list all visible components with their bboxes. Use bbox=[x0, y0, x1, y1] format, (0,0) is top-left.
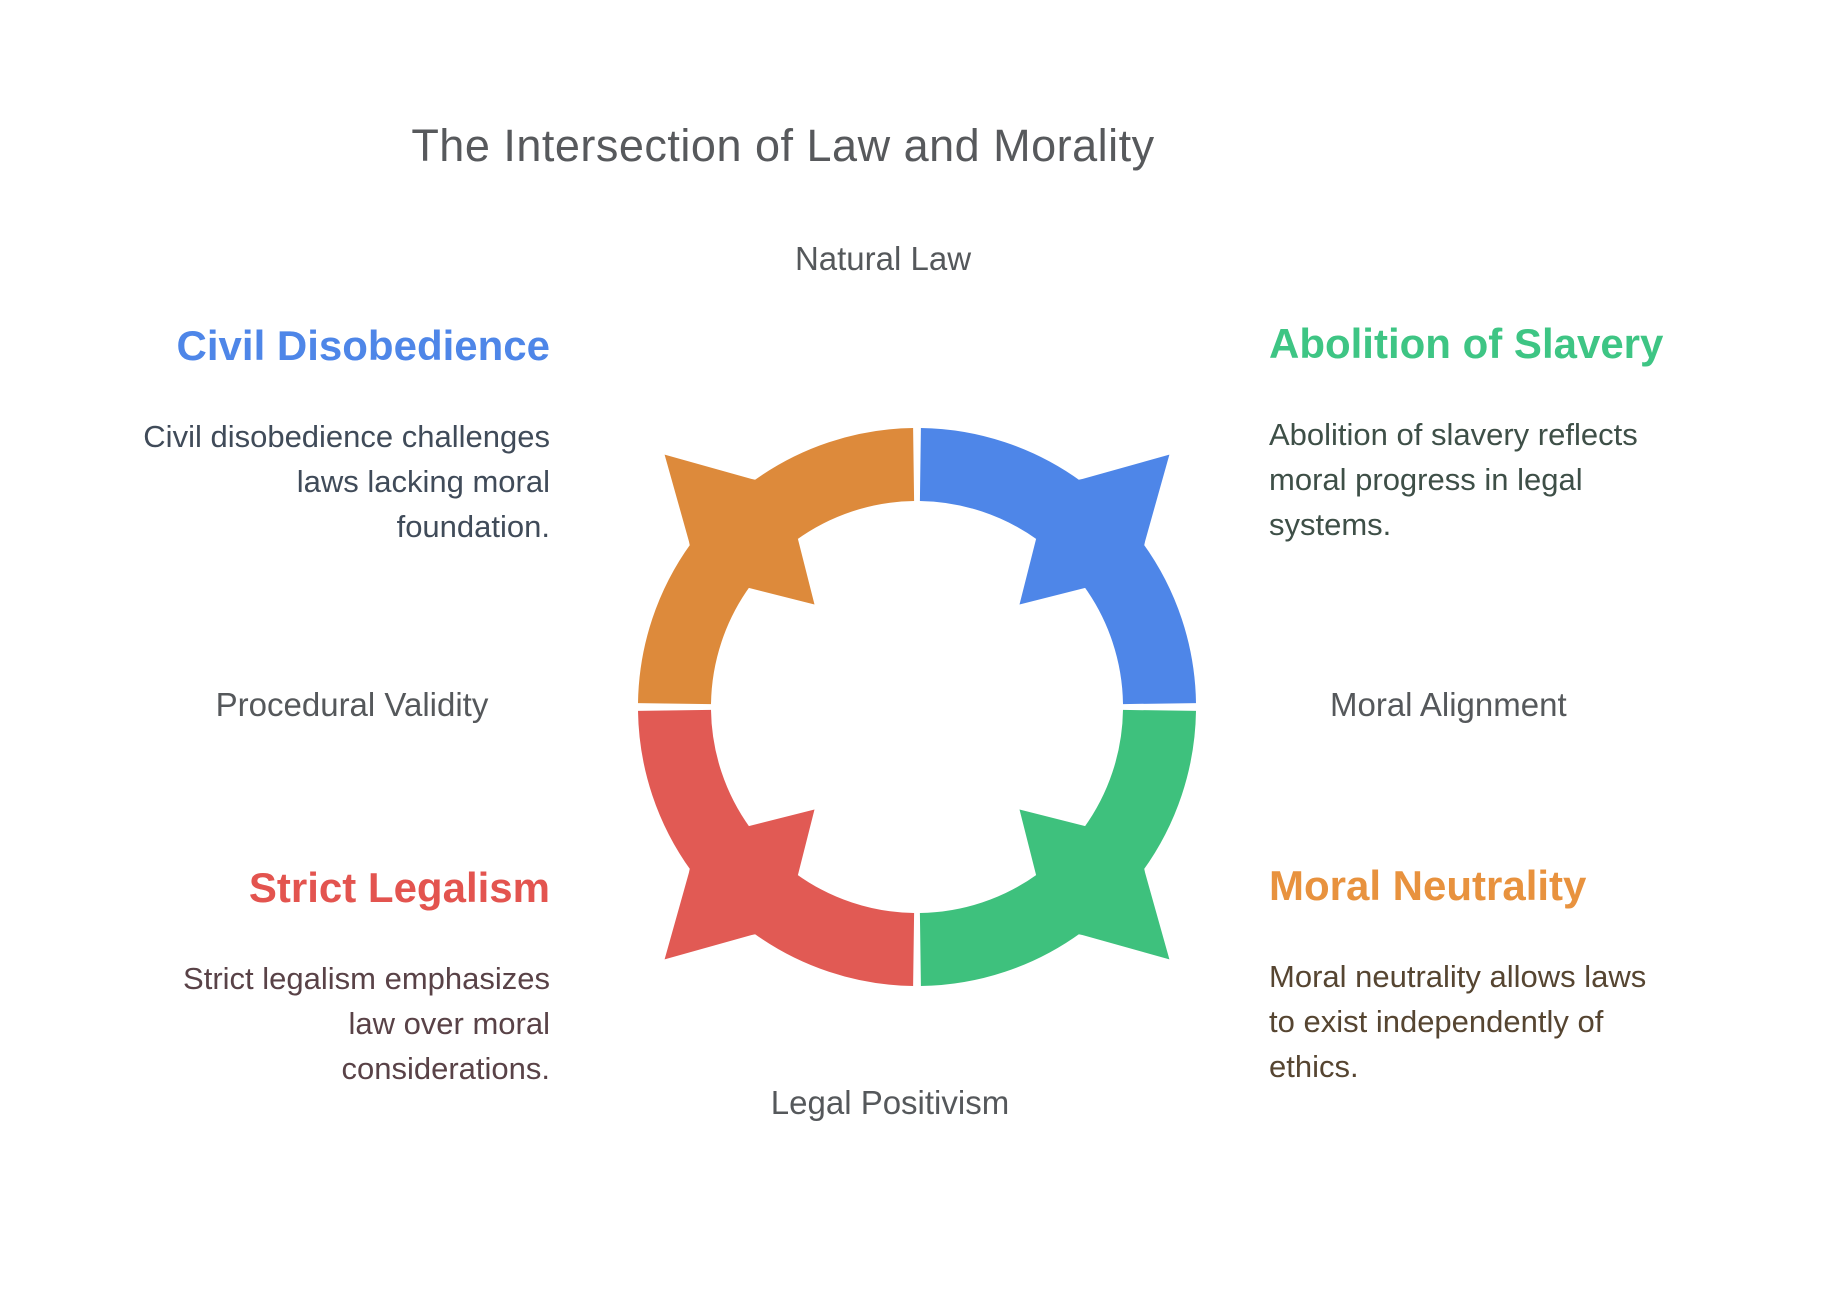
segment-bottom-right bbox=[919, 709, 1196, 986]
section-moral-neutrality: Moral Neutrality Moral neutrality allows… bbox=[1269, 862, 1769, 1089]
page-title: The Intersection of Law and Morality bbox=[411, 120, 1155, 171]
section-body-moral-neutrality: Moral neutrality allows laws to exist in… bbox=[1269, 959, 1647, 1084]
ring-label-natural-law: Natural Law bbox=[794, 240, 972, 277]
section-heading-civil-disobedience: Civil Disobedience bbox=[176, 322, 550, 369]
ring-label-legal-positivism: Legal Positivism bbox=[770, 1084, 1010, 1121]
section-civil-disobedience: Civil Disobedience Civil disobedience ch… bbox=[50, 322, 550, 549]
section-abolition-of-slavery: Abolition of Slavery Abolition of slaver… bbox=[1269, 320, 1769, 547]
section-body-strict-legalism: Strict legalism emphasizes law over mora… bbox=[183, 961, 550, 1086]
section-heading-moral-neutrality: Moral Neutrality bbox=[1269, 862, 1587, 909]
section-strict-legalism: Strict Legalism Strict legalism emphasiz… bbox=[50, 864, 550, 1091]
segment-bottom-left bbox=[638, 709, 915, 986]
section-body-abolition-of-slavery: Abolition of slavery reflects moral prog… bbox=[1269, 417, 1638, 542]
section-heading-abolition-of-slavery: Abolition of Slavery bbox=[1269, 320, 1664, 367]
ring-label-procedural-validity: Procedural Validity bbox=[215, 686, 489, 723]
section-body-civil-disobedience: Civil disobedience challenges laws lacki… bbox=[143, 419, 550, 544]
section-heading-strict-legalism: Strict Legalism bbox=[248, 864, 550, 911]
segment-top-right bbox=[919, 428, 1196, 705]
ring-label-moral-alignment: Moral Alignment bbox=[1330, 686, 1567, 723]
segment-top-left bbox=[638, 428, 915, 705]
